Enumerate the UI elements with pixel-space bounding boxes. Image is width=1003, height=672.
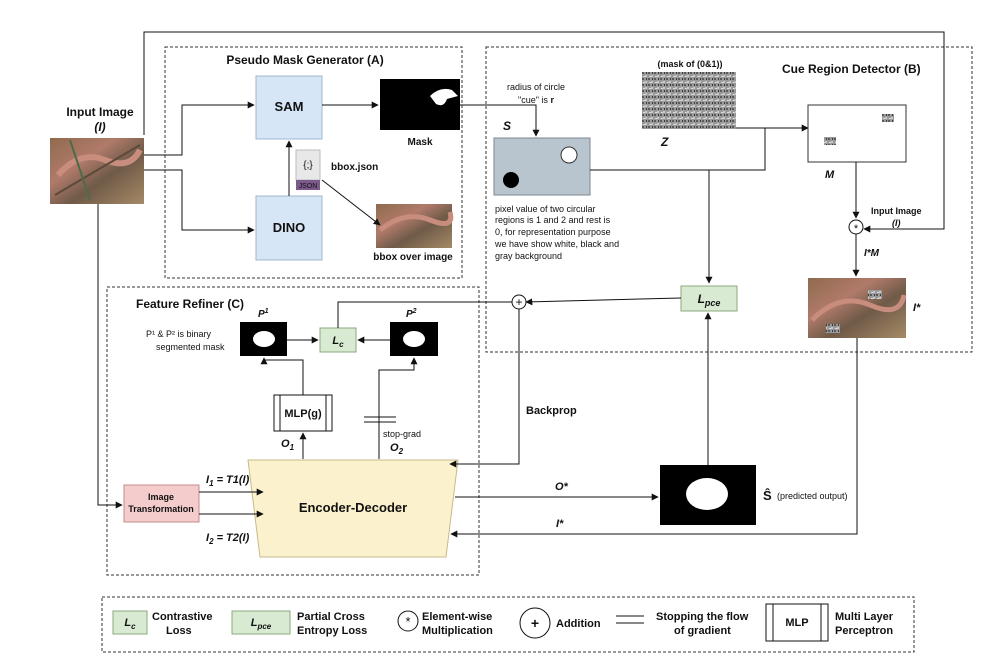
legend-lpce-symbol: Lpce <box>251 617 272 631</box>
legend-lpce-box <box>231 610 291 635</box>
legend-region <box>101 596 915 653</box>
predicted-output-label: (predicted output) <box>777 491 848 501</box>
encoder-decoder-block <box>247 459 459 558</box>
legend-stop-text-line1: Stopping the flow <box>656 611 749 623</box>
istar-label: I* <box>913 302 921 314</box>
lc-box <box>319 327 357 353</box>
pseudo-mask-generator-title: Pseudo Mask Generator (A) <box>226 53 383 67</box>
lpce-box <box>680 285 738 312</box>
binary-mask-note-line2: segmented mask <box>156 342 225 352</box>
i2-label: I2 = T2(I) <box>206 532 250 546</box>
sam-label: SAM <box>275 99 304 114</box>
legend-mult-text-line2: Multiplication <box>422 625 493 637</box>
lc-label: Lc <box>332 335 344 349</box>
backprop-label: Backprop <box>526 405 577 417</box>
pixel-note: pixel value of two circular regions is 1… <box>494 204 619 261</box>
svg-text:pixel value of two circular: pixel value of two circular <box>495 204 596 214</box>
cue-region-detector-region <box>485 46 973 353</box>
legend-mlp-text-line1: Multi Layer <box>835 611 894 623</box>
im-label: I*M <box>864 248 880 259</box>
input-image-title: Input Image <box>66 105 134 119</box>
input-image-b-title: Input Image <box>871 206 922 216</box>
legend-add-text: Addition <box>556 618 601 630</box>
p1-label: P1 <box>258 308 269 320</box>
mlp-g-label: MLP(g) <box>284 408 322 420</box>
predicted-output-image <box>660 465 756 525</box>
input-image-b-symbol: (I) <box>892 218 901 228</box>
z-label: Z <box>660 135 669 149</box>
i1-label: I1 = T1(I) <box>206 474 250 488</box>
s-label: S <box>503 119 511 133</box>
legend-lpce-text-line2: Entropy Loss <box>297 625 367 637</box>
bbox-json-label: bbox.json <box>331 162 378 173</box>
lpce-label: Lpce <box>698 292 721 308</box>
bbox-over-image-label: bbox over image <box>373 252 453 263</box>
legend-multiply-icon <box>397 610 419 632</box>
sam-box <box>255 75 323 140</box>
p2-label: P2 <box>406 308 417 320</box>
o2-label: O2 <box>390 442 404 456</box>
svg-text:regions is 1 and 2 and rest i: regions is 1 and 2 and rest is <box>495 215 611 225</box>
bbox-over-image <box>376 204 454 248</box>
legend-lc-text-line2: Loss <box>166 625 192 637</box>
input-image-symbol: (I) <box>94 120 105 134</box>
addition-operator-symbol: + <box>515 295 522 309</box>
input-image <box>50 138 144 204</box>
z-caption: (mask of (0&1)) <box>657 59 722 69</box>
legend-addition-symbol: + <box>531 615 539 631</box>
ostar-label: O* <box>555 481 569 493</box>
mlp-g-box <box>273 394 333 432</box>
legend-mlp-box <box>765 603 829 642</box>
svg-text:we have show white, black and: we have show white, black and <box>494 239 619 249</box>
feature-refiner-region <box>106 286 480 576</box>
cue-map-s <box>493 137 591 196</box>
encoder-decoder-label: Encoder-Decoder <box>299 500 407 515</box>
s-hat-label: Ŝ <box>763 488 772 503</box>
m-label: M <box>825 169 835 181</box>
binary-mask-note-line1: P¹ & P² is binary <box>146 329 212 339</box>
legend-lc-text-line1: Contrastive <box>152 611 213 623</box>
image-transformation-line2: Transformation <box>128 504 194 514</box>
radius-note-line2: "cue" is r <box>518 95 554 105</box>
o1-label: O1 <box>281 438 295 452</box>
legend-lc-box <box>112 610 148 635</box>
cue-mask-m <box>807 104 907 163</box>
svg-text:JSON: JSON <box>299 183 318 190</box>
svg-text:{;}: {;} <box>303 160 313 171</box>
legend-stop-text-line2: of gradient <box>674 625 731 637</box>
legend-lc-symbol: Lc <box>124 617 136 631</box>
legend-mult-text-line1: Element-wise <box>422 611 492 623</box>
legend-mlp-label: MLP <box>785 617 808 629</box>
legend-multiply-symbol: * <box>405 614 410 629</box>
svg-text:0, for representation purpose: 0, for representation purpose <box>495 227 611 237</box>
json-file-icon: {;} JSON <box>295 149 321 190</box>
dino-label: DINO <box>273 220 306 235</box>
stop-grad-label: stop-grad <box>383 429 421 439</box>
random-mask-z <box>642 72 736 129</box>
multiply-operator-symbol: * <box>854 223 859 235</box>
image-transformation-box <box>123 484 200 523</box>
legend-mlp-text-line2: Perceptron <box>835 625 893 637</box>
pseudo-mask-generator-region <box>164 46 463 279</box>
segmented-mask-p2 <box>390 322 438 356</box>
legend-addition-icon <box>519 607 551 639</box>
svg-text:gray background: gray background <box>495 251 562 261</box>
cue-region-detector-title: Cue Region Detector (B) <box>782 62 921 76</box>
radius-note-line1: radius of circle <box>507 82 565 92</box>
istar-feedback-label: I* <box>556 518 564 530</box>
legend-lpce-text-line1: Partial Cross <box>297 611 365 623</box>
mask-label: Mask <box>407 137 432 148</box>
sam-mask-image <box>380 79 460 130</box>
feature-refiner-title: Feature Refiner (C) <box>136 297 244 311</box>
segmented-mask-p1 <box>240 322 287 356</box>
image-transformation-line1: Image <box>148 492 174 502</box>
masked-image-istar <box>808 278 907 338</box>
